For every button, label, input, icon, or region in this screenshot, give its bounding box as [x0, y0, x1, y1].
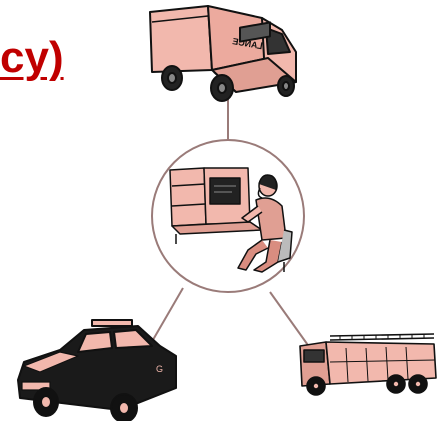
connector-fire	[270, 292, 310, 348]
ambulance-icon: ƎƆИA⅃UᙠMA	[150, 6, 296, 101]
connector-police	[150, 288, 183, 345]
svg-text:G: G	[156, 364, 163, 374]
dispatcher-icon	[152, 140, 304, 292]
fire-truck-icon	[300, 334, 436, 395]
police-car-icon: G	[18, 320, 176, 421]
